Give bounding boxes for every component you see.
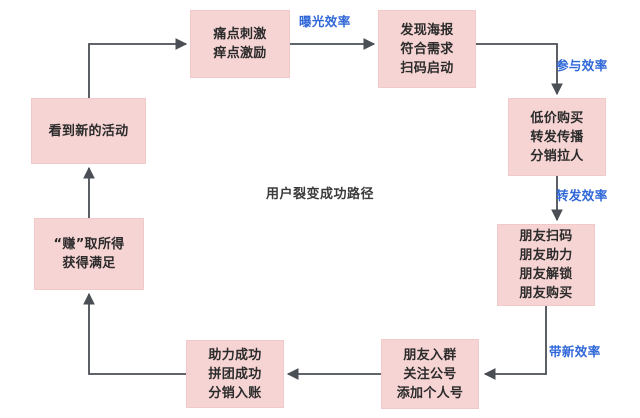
node-see-new-activity[interactable]: 看到新的活动 xyxy=(31,98,146,164)
node-assist-success[interactable]: 助力成功 拼团成功 分销入账 xyxy=(186,340,284,408)
node-line: 朋友扫码 xyxy=(519,229,573,244)
diagram-center-title: 用户裂变成功路径 xyxy=(266,187,375,202)
node-pain-point[interactable]: 痛点刺激 痒点激励 xyxy=(190,10,290,78)
node-line: 关注公号 xyxy=(403,366,457,382)
node-line: 看到新的活动 xyxy=(48,123,129,139)
node-discover-poster[interactable]: 发现海报 符合需求 扫码启动 xyxy=(378,10,476,88)
node-friend-actions[interactable]: 朋友扫码 朋友助力 朋友解锁 朋友购买 xyxy=(497,224,595,306)
node-line: “赚”取所得 xyxy=(53,237,125,252)
edge-label-forwarding-efficiency: 转发效率 xyxy=(556,188,608,203)
node-line: 转发传播 xyxy=(530,129,584,145)
connector-see-new-activity-to-pain-point xyxy=(88,38,188,98)
node-earn-reward[interactable]: “赚”取所得 获得满足 xyxy=(34,218,144,290)
node-line: 分销拉人 xyxy=(530,148,584,164)
edge-label-bring-new-efficiency: 带新效率 xyxy=(549,344,601,359)
node-line: 痛点刺激 xyxy=(213,27,267,42)
node-line: 助力成功 xyxy=(208,347,262,363)
node-line: 拼团成功 xyxy=(208,366,262,382)
edge-label-participation-efficiency: 参与效率 xyxy=(556,58,608,73)
node-line: 获得满足 xyxy=(62,256,116,271)
node-low-price-buy[interactable]: 低价购买 转发传播 分销拉人 xyxy=(508,98,606,176)
node-line: 低价购买 xyxy=(530,110,584,126)
connector-discover-poster-to-low-price-buy xyxy=(476,43,563,96)
node-line: 分销入账 xyxy=(208,385,262,401)
node-line: 扫码启动 xyxy=(400,60,454,76)
node-line: 朋友购买 xyxy=(519,286,573,301)
node-line: 痒点激励 xyxy=(213,46,267,61)
connector-friend-actions-to-friend-join xyxy=(483,306,547,380)
node-line: 朋友解锁 xyxy=(519,267,573,282)
connector-assist-success-to-earn-reward xyxy=(83,292,186,375)
node-line: 朋友入群 xyxy=(403,347,457,363)
node-line: 添加个人号 xyxy=(396,385,464,401)
edge-label-exposure-efficiency: 曝光效率 xyxy=(299,14,351,29)
node-friend-join[interactable]: 朋友入群 关注公号 添加个人号 xyxy=(381,339,479,409)
node-line: 符合需求 xyxy=(400,41,454,57)
node-line: 朋友助力 xyxy=(519,248,573,263)
node-line: 发现海报 xyxy=(400,22,454,38)
